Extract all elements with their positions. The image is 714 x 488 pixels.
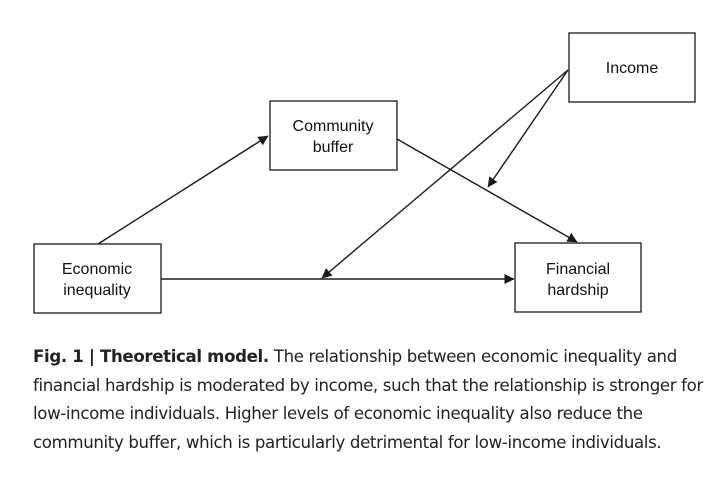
- node-economic-inequality: Economic inequality: [33, 243, 162, 314]
- edge-community-to-hardship: [396, 138, 578, 243]
- node-community-buffer-label-line2: buffer: [313, 139, 354, 156]
- figure-caption-label: Fig. 1 | Theoretical model.: [33, 347, 269, 366]
- figure-caption: Fig. 1 | Theoretical model. The relation…: [33, 343, 705, 457]
- node-financial-hardship-label-line2: hardship: [547, 282, 608, 299]
- edge-income-moderates-community-hardship: [487, 69, 569, 188]
- node-economic-inequality-label-line1: Economic: [62, 261, 132, 278]
- node-community-buffer-label-line1: Community: [293, 118, 374, 135]
- theoretical-model-diagram: Income Community buffer Economic inequal…: [33, 32, 696, 314]
- edge-inequality-to-community: [97, 135, 269, 245]
- node-financial-hardship-label-line1: Financial: [546, 261, 610, 278]
- node-financial-hardship: Financial hardship: [514, 242, 642, 313]
- node-income: Income: [568, 32, 696, 103]
- node-income-label: Income: [606, 60, 659, 77]
- node-community-buffer: Community buffer: [269, 100, 398, 171]
- edge-income-moderates-inequality-hardship: [321, 69, 569, 279]
- figure-caption-text: The relationship between economic inequa…: [33, 347, 703, 452]
- node-economic-inequality-label-line2: inequality: [63, 282, 131, 299]
